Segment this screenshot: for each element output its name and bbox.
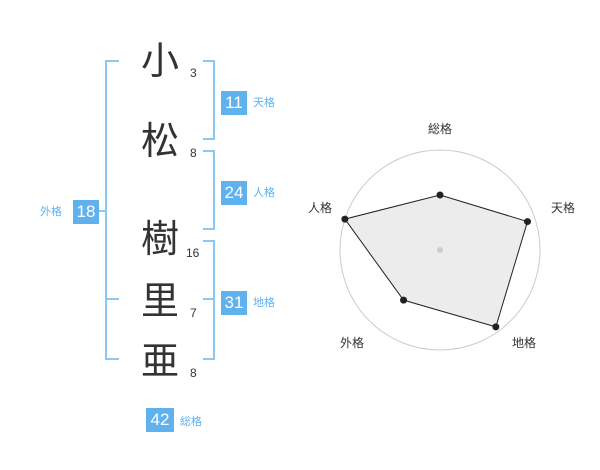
- gaikaku-badge: 18: [73, 200, 99, 224]
- name-char-2: 松: [140, 119, 179, 163]
- radar-center-dot: [437, 247, 443, 253]
- soukaku-label: 総格: [180, 415, 202, 428]
- gaikaku-label: 外格: [40, 205, 62, 218]
- stroke-count-2: 8: [190, 146, 197, 160]
- tenkaku-badge: 11: [221, 91, 247, 115]
- stroke-count-3: 16: [186, 246, 200, 260]
- stroke-count-1: 3: [190, 66, 197, 80]
- radar-point-3: [492, 323, 500, 331]
- name-char-5: 亜: [140, 339, 179, 383]
- radar-point-1: [436, 191, 444, 199]
- radar-polygon: [344, 194, 529, 328]
- soukaku-badge: 42: [146, 408, 174, 432]
- radar-axis-label-3: 地格: [512, 335, 536, 350]
- stroke-count-4: 7: [190, 306, 197, 320]
- radar-axis-label-2: 天格: [551, 200, 575, 215]
- radar-point-4: [400, 296, 408, 304]
- stroke-count-5: 8: [190, 366, 197, 380]
- radar-axis-label-4: 外格: [340, 335, 364, 350]
- jinkaku-badge: 24: [221, 181, 247, 205]
- name-char-1: 小: [140, 39, 179, 83]
- jinkaku-label: 人格: [253, 186, 275, 199]
- name-char-3: 樹: [140, 217, 179, 261]
- chikaku-label: 地格: [253, 296, 275, 309]
- tenkaku-label: 天格: [253, 96, 275, 109]
- radar-point-2: [523, 218, 531, 226]
- name-char-4: 里: [140, 279, 179, 323]
- chikaku-badge: 31: [221, 291, 247, 315]
- radar-axis-label-1: 総格: [428, 121, 452, 136]
- radar-point-5: [341, 215, 349, 223]
- radar-axis-label-5: 人格: [308, 200, 332, 215]
